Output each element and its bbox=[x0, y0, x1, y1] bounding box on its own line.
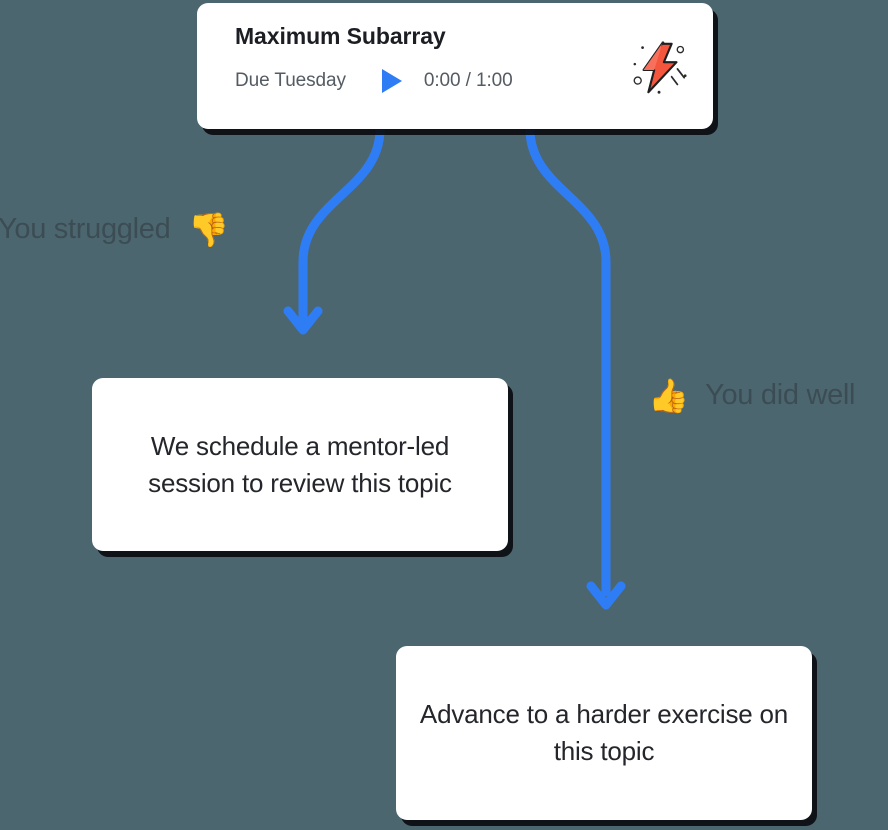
advance-outcome-text: Advance to a harder exercise on this top… bbox=[419, 699, 789, 766]
positive-feedback-label: 👍 You did well bbox=[648, 377, 856, 414]
review-outcome-text: We schedule a mentor-led session to revi… bbox=[148, 430, 452, 498]
negative-path-arrow bbox=[283, 124, 385, 335]
task-timer-label: 0:00 / 1:00 bbox=[423, 70, 513, 91]
review-outcome-card[interactable]: We schedule a mentor-led session to revi… bbox=[92, 378, 508, 551]
task-meta-row: Due Tuesday 0:00 / 1:00 bbox=[235, 69, 687, 93]
thumbs-down-icon: 👎 bbox=[188, 211, 230, 248]
positive-path-arrow bbox=[525, 124, 626, 610]
negative-feedback-label: You struggled 👎 bbox=[0, 213, 230, 246]
task-card[interactable]: Maximum Subarray Due Tuesday 0:00 / 1:00 bbox=[197, 3, 713, 129]
negative-feedback-text: You struggled bbox=[0, 213, 171, 245]
play-triangle-icon[interactable] bbox=[381, 69, 402, 93]
task-due-label: Due Tuesday bbox=[235, 70, 346, 91]
task-title: Maximum Subarray bbox=[235, 23, 446, 49]
advance-outcome-card[interactable]: Advance to a harder exercise on this top… bbox=[396, 646, 812, 820]
high-voltage-lightning-icon bbox=[633, 41, 687, 94]
positive-feedback-text: You did well bbox=[705, 379, 856, 411]
thumbs-up-icon: 👍 bbox=[648, 377, 690, 414]
